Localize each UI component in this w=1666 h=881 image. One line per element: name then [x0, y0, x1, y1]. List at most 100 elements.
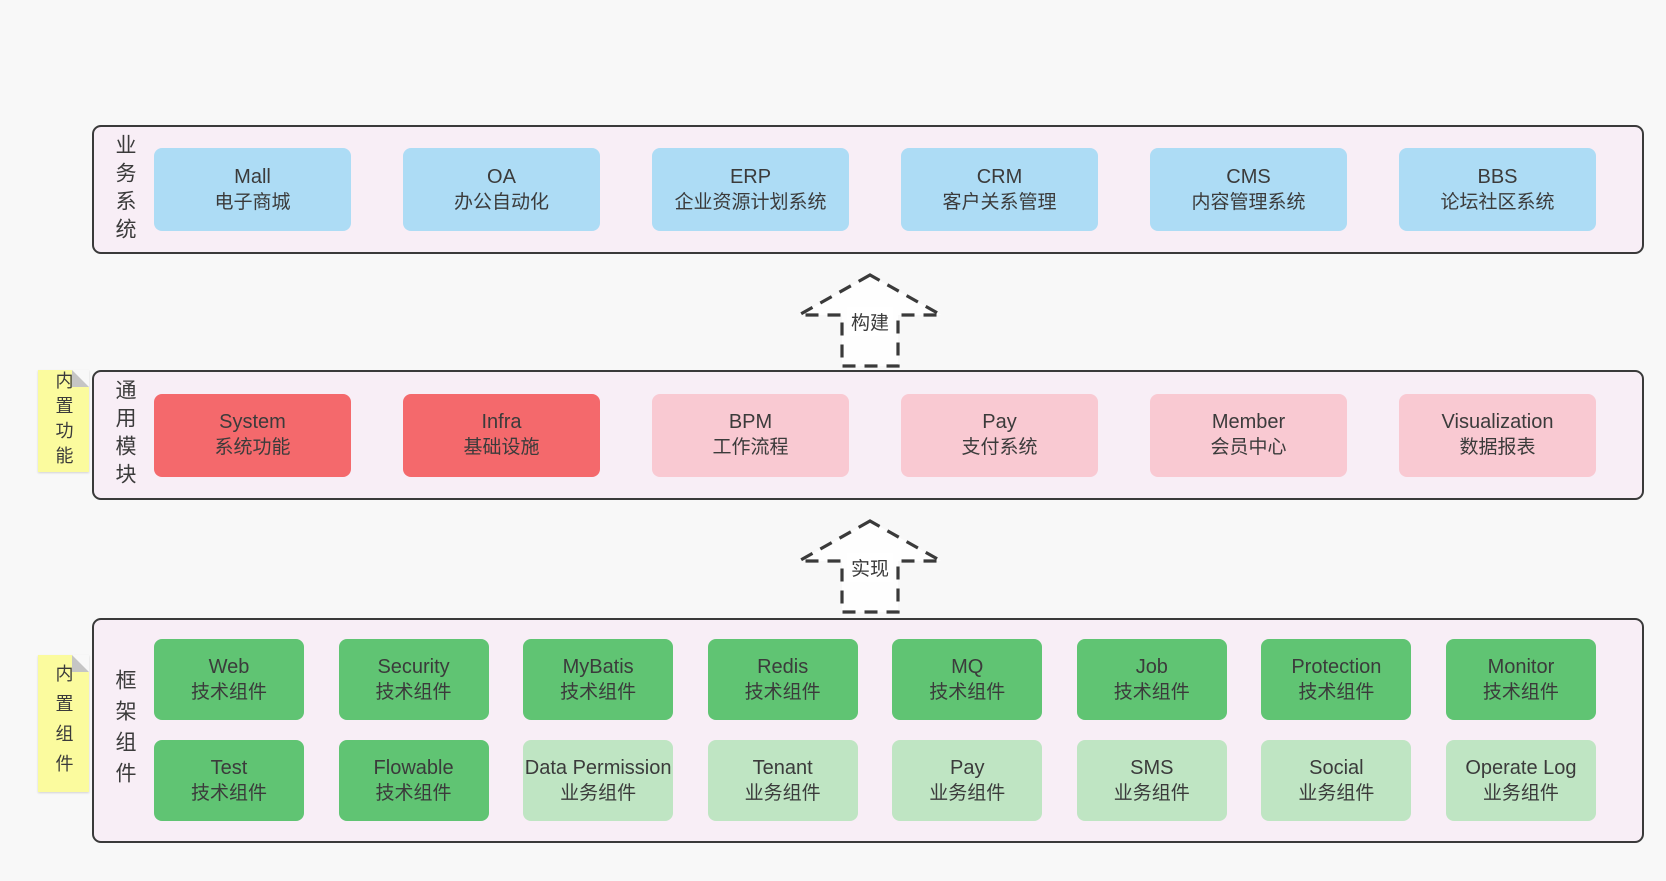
box-system: System 系统功能 [154, 393, 351, 477]
band-common-modules: 通用模块 System 系统功能 Infra 基础设施 BPM 工作流程 Pay… [92, 370, 1644, 500]
box-name: Protection [1291, 655, 1382, 678]
box-name: Pay [950, 756, 985, 779]
box-name: Security [377, 655, 450, 678]
framework-row-2: Test 技术组件 Flowable 技术组件 Data Permission … [154, 740, 1596, 821]
box-pay: Pay 支付系统 [901, 393, 1098, 477]
box-visualization: Visualization 数据报表 [1399, 393, 1596, 477]
band-label-framework-components: 框架组件 [113, 668, 136, 793]
box-desc: 基础设施 [463, 437, 540, 458]
box-desc: 技术组件 [1113, 681, 1190, 703]
box-desc: 业务组件 [1482, 782, 1559, 804]
box-desc: 技术组件 [1298, 681, 1375, 703]
box-mybatis: MyBatis 技术组件 [523, 639, 674, 720]
box-desc: 业务组件 [1113, 782, 1190, 804]
box-desc: 支付系统 [961, 437, 1038, 458]
box-name: Mall [234, 165, 271, 188]
band-business-systems: 业务系统 Mall 电子商城 OA 办公自动化 ERP 企业资源计划系统 CRM… [92, 125, 1644, 254]
box-name: BBS [1477, 165, 1518, 188]
box-erp: ERP 企业资源计划系统 [652, 148, 849, 231]
framework-row-1: Web 技术组件 Security 技术组件 MyBatis 技术组件 Redi… [154, 639, 1596, 720]
build-arrow: 构建 [796, 273, 944, 368]
box-protection: Protection 技术组件 [1261, 639, 1412, 720]
box-tenant: Tenant 业务组件 [707, 740, 858, 821]
box-desc: 系统功能 [214, 437, 291, 458]
box-desc: 业务组件 [1298, 782, 1375, 804]
box-desc: 业务组件 [560, 782, 637, 804]
box-crm: CRM 客户关系管理 [901, 148, 1098, 231]
box-desc: 技术组件 [560, 681, 637, 703]
box-desc: 业务组件 [744, 782, 821, 804]
box-name: Operate Log [1465, 756, 1577, 779]
box-desc: 办公自动化 [453, 191, 549, 213]
box-mq: MQ 技术组件 [892, 639, 1043, 720]
box-desc: 电子商城 [214, 191, 291, 213]
sticky-note-builtin-components: 内置组件 [38, 655, 89, 792]
box-member: Member 会员中心 [1150, 393, 1347, 477]
band-label-common-modules: 通用模块 [113, 379, 136, 491]
box-desc: 技术组件 [375, 681, 452, 703]
box-cms: CMS 内容管理系统 [1150, 148, 1347, 231]
build-arrow-label: 构建 [846, 307, 894, 336]
box-name: Test [210, 756, 248, 779]
box-desc: 技术组件 [375, 782, 452, 804]
implement-arrow-label: 实现 [846, 553, 894, 582]
box-name: Pay [982, 411, 1017, 433]
framework-components-rows: Web 技术组件 Security 技术组件 MyBatis 技术组件 Redi… [154, 639, 1596, 821]
box-desc: 企业资源计划系统 [674, 191, 827, 213]
box-web: Web 技术组件 [154, 639, 304, 720]
box-desc: 技术组件 [744, 681, 821, 703]
box-name: Job [1135, 655, 1168, 678]
box-social: Social 业务组件 [1261, 740, 1412, 821]
box-name: Visualization [1441, 411, 1554, 433]
box-desc: 工作流程 [712, 437, 789, 458]
box-flowable: Flowable 技术组件 [338, 740, 489, 821]
box-job: Job 技术组件 [1076, 639, 1227, 720]
sticky-note-builtin-features: 内置功能 [38, 370, 89, 472]
band-framework-components: 框架组件 Web 技术组件 Security 技术组件 MyBatis 技术组件… [92, 618, 1644, 843]
sticky-note-text: 内置功能 [53, 371, 74, 471]
box-bbs: BBS 论坛社区系统 [1399, 148, 1596, 231]
common-modules-row: System 系统功能 Infra 基础设施 BPM 工作流程 Pay 支付系统… [154, 372, 1596, 498]
box-name: Web [208, 655, 250, 678]
box-mall: Mall 电子商城 [154, 148, 351, 231]
box-operate-log: Operate Log 业务组件 [1445, 740, 1596, 821]
box-name: SMS [1130, 756, 1174, 779]
box-pay-biz: Pay 业务组件 [892, 740, 1043, 821]
box-name: MyBatis [562, 655, 634, 678]
box-name: Redis [757, 655, 809, 678]
folded-corner-icon [72, 370, 89, 387]
box-name: Tenant [752, 756, 813, 779]
box-test: Test 技术组件 [154, 740, 304, 821]
box-infra: Infra 基础设施 [403, 393, 600, 477]
box-desc: 内容管理系统 [1191, 191, 1306, 213]
box-bpm: BPM 工作流程 [652, 393, 849, 477]
box-name: Flowable [373, 756, 454, 779]
box-desc: 论坛社区系统 [1440, 191, 1555, 213]
box-name: Monitor [1487, 655, 1555, 678]
box-name: BPM [728, 411, 773, 433]
folded-corner-icon [72, 655, 89, 672]
box-security: Security 技术组件 [338, 639, 489, 720]
box-name: Member [1211, 411, 1286, 433]
box-desc: 技术组件 [190, 681, 267, 703]
box-name: Data Permission [524, 756, 672, 779]
box-desc: 技术组件 [1482, 681, 1559, 703]
box-desc: 数据报表 [1459, 437, 1536, 458]
box-redis: Redis 技术组件 [707, 639, 858, 720]
implement-arrow: 实现 [796, 519, 944, 614]
box-name: OA [487, 165, 516, 188]
box-name: Infra [481, 411, 522, 433]
box-name: System [219, 411, 286, 433]
box-desc: 技术组件 [929, 681, 1006, 703]
box-desc: 会员中心 [1210, 437, 1287, 458]
band-label-business-systems: 业务系统 [113, 133, 136, 246]
box-desc: 业务组件 [929, 782, 1006, 804]
sticky-note-text: 内置组件 [53, 663, 74, 784]
box-oa: OA 办公自动化 [403, 148, 600, 231]
box-desc: 客户关系管理 [942, 191, 1057, 213]
box-sms: SMS 业务组件 [1076, 740, 1227, 821]
box-name: Social [1309, 756, 1364, 779]
box-name: ERP [729, 165, 772, 188]
box-desc: 技术组件 [190, 782, 267, 804]
